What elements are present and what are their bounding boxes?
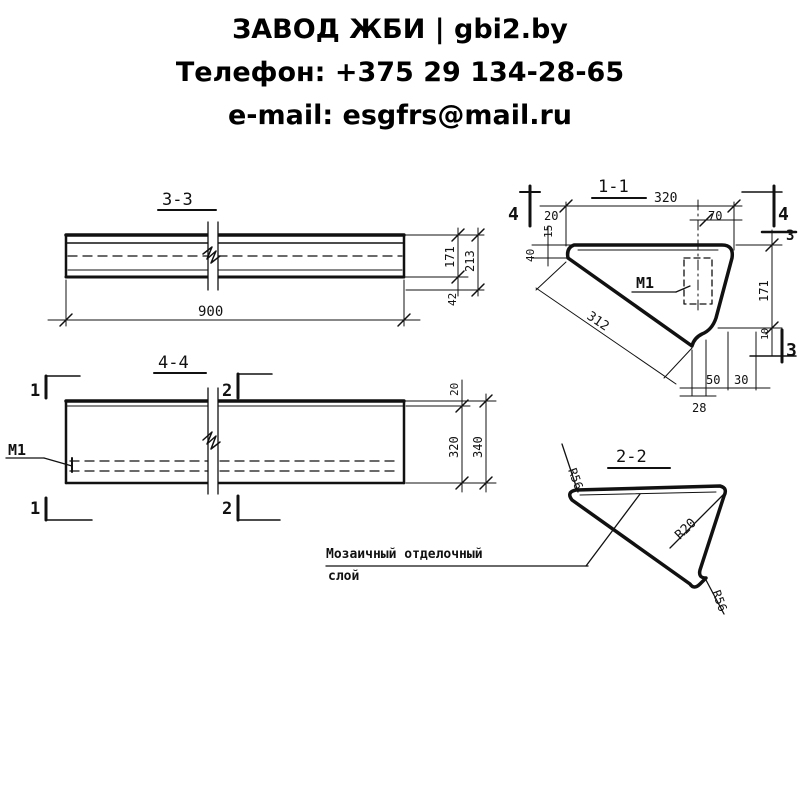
header-phone: Телефон: +375 29 134-28-65: [175, 57, 625, 88]
section-3-3-dim-213-label: 213: [463, 250, 477, 272]
section-4-4-tick-2: [455, 476, 469, 490]
section-2-2-profile: [568, 484, 728, 589]
section-1-1-dim-70-label: 70: [708, 209, 722, 223]
section-1-1: 1-1 4 4 М1 320 20 70 15 40: [508, 177, 798, 415]
section-2-2-title: 2-2: [616, 447, 647, 467]
mosaic-label-line1: Мозаичный отделочный: [326, 547, 483, 562]
section-2-2-mosaic-leader: [585, 493, 641, 567]
section-3-3: 3-3 900 171 213 42: [47, 190, 485, 327]
section-2-2-r56-top-leader: [561, 443, 579, 493]
section-4-4-mark-2-top: 2: [222, 381, 232, 401]
header-company: ЗАВОД ЖБИ | gbi2.by: [232, 14, 568, 45]
section-1-1-title: 1-1: [598, 177, 629, 197]
section-4-4-dim-20-label: 20: [448, 383, 461, 396]
section-1-1-mark-4-left: 4: [508, 204, 519, 225]
section-1-1-ext-312-b: [663, 347, 693, 379]
section-1-1-dim-20-label: 20: [544, 209, 558, 223]
section-1-1-label-m1: М1: [636, 274, 654, 292]
section-1-1-dim-312-line: [535, 287, 677, 385]
section-1-1-dim-40-label: 40: [524, 249, 537, 262]
section-4-4-mark-2-bottom: 2: [222, 499, 232, 519]
section-4-4-break-gap: [208, 392, 218, 488]
section-1-1-m1-leader: [675, 285, 691, 293]
section-2-2: 2-2 R56 R20 R56: [561, 443, 730, 615]
section-4-4-tick-3: [479, 394, 493, 408]
section-1-1-mark-4-right: 4: [778, 204, 789, 225]
section-2-2-mosaic-layer: [579, 491, 717, 496]
section-3-3-tick-1: [451, 228, 465, 242]
section-4-4-tick-4: [479, 476, 493, 490]
section-1-1-dim-28-label: 28: [692, 401, 706, 415]
section-1-1-dim-312-label: 312: [584, 309, 612, 335]
section-1-1-ext-312-a: [535, 261, 567, 291]
section-3-3-dim-171-label: 171: [443, 246, 457, 268]
section-1-1-dim-50-label: 50: [706, 373, 720, 387]
section-3-3-dim-42-label: 42: [446, 293, 459, 306]
section-1-1-tick-171-b: [765, 321, 779, 335]
section-1-1-dim-10-label: 10: [760, 328, 771, 340]
section-3-3-dim-tick-left: [59, 313, 73, 327]
section-3-3-break-zigzag: [202, 246, 221, 264]
section-1-1-dim-15-label: 15: [542, 225, 555, 238]
section-4-4-label-m1: М1: [8, 441, 26, 459]
section-1-1-mark-3-top: 3: [786, 228, 794, 244]
section-1-1-dim-30-label: 30: [734, 373, 748, 387]
section-4-4-m1-leader: [43, 457, 73, 467]
section-1-1-dim-320-label: 320: [654, 191, 677, 206]
section-2-2-r56-bottom-leader: [705, 579, 725, 615]
section-2-2-r20: R20: [672, 516, 699, 543]
section-4-4: 4-4 1 1 2 2 М1: [5, 353, 497, 522]
section-3-3-title: 3-3: [162, 190, 193, 210]
section-4-4-break-zigzag: [202, 431, 221, 450]
section-4-4-tick-1: [455, 399, 469, 413]
section-1-1-dim-tick-b: [727, 199, 741, 213]
mosaic-label-line2: слой: [328, 569, 359, 584]
section-4-4-dim-340-label: 340: [471, 436, 485, 458]
section-4-4-dim-320-label: 320: [447, 436, 461, 458]
section-2-2-r20-leader: [669, 493, 725, 549]
section-1-1-mark-3-bottom: 3: [786, 340, 797, 361]
section-4-4-title: 4-4: [158, 353, 189, 373]
section-3-3-tick-4: [471, 283, 485, 297]
mosaic-label: Мозаичный отделочный слой: [325, 547, 589, 584]
header-email: e-mail: esgfrs@mail.ru: [227, 100, 573, 131]
section-3-3-tick-3: [471, 228, 485, 242]
section-1-1-m1-embed: [683, 257, 713, 305]
section-1-1-profile: [565, 243, 735, 348]
section-2-2-r56-top: R56: [565, 466, 586, 491]
section-3-3-dim-tick-right: [397, 313, 411, 327]
header: ЗАВОД ЖБИ | gbi2.by Телефон: +375 29 134…: [0, 8, 800, 137]
section-3-3-tick-2: [451, 270, 465, 284]
section-1-1-dim-171-label: 171: [757, 280, 771, 302]
section-4-4-mark-1-bottom: 1: [30, 499, 40, 519]
section-1-1-tick-171-a: [765, 238, 779, 252]
section-3-3-dim-length-label: 900: [198, 304, 223, 320]
section-1-1-dim-tick-a: [559, 199, 573, 213]
section-4-4-mark-1-top: 1: [30, 381, 40, 401]
